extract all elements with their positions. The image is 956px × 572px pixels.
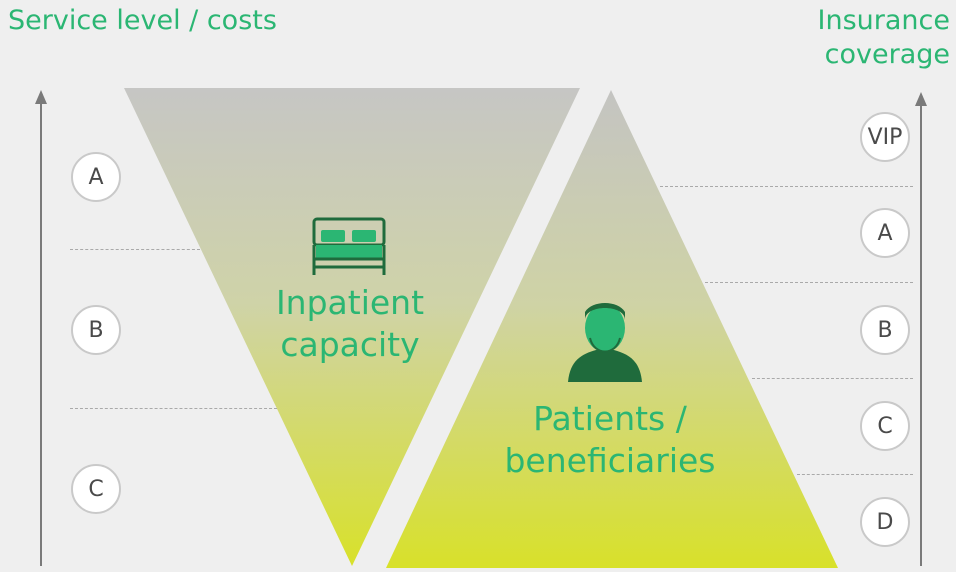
left-axis-arrow bbox=[35, 90, 47, 566]
right-divider-2 bbox=[705, 282, 913, 283]
bed-icon bbox=[312, 217, 386, 275]
right-level-b: B bbox=[860, 305, 910, 355]
inpatient-label-line1: Inpatient bbox=[275, 283, 425, 322]
left-divider-2 bbox=[70, 408, 277, 409]
right-level-d: D bbox=[860, 497, 910, 547]
left-level-c: C bbox=[71, 464, 121, 514]
person-icon bbox=[568, 303, 642, 382]
right-divider-4 bbox=[797, 474, 913, 475]
inpatient-label-line2: capacity bbox=[280, 325, 420, 364]
right-level-a: A bbox=[860, 208, 910, 258]
left-divider-1 bbox=[70, 249, 200, 250]
right-divider-1 bbox=[660, 186, 913, 187]
patients-label-line1: Patients / bbox=[533, 399, 687, 438]
patients-label: Patients / beneficiaries bbox=[480, 398, 740, 482]
right-level-c: C bbox=[860, 401, 910, 451]
inpatient-capacity-label: Inpatient capacity bbox=[250, 282, 450, 366]
left-axis-title: Service level / costs bbox=[8, 5, 277, 36]
right-divider-3 bbox=[752, 378, 913, 379]
patients-label-line2: beneficiaries bbox=[504, 441, 716, 480]
right-axis-title: Insurance coverage bbox=[817, 5, 950, 70]
left-level-a: A bbox=[71, 152, 121, 202]
inpatient-capacity-triangle bbox=[124, 88, 580, 566]
left-level-b: B bbox=[71, 305, 121, 355]
right-level-vip: VIP bbox=[860, 112, 910, 162]
right-axis-arrow bbox=[915, 92, 927, 566]
